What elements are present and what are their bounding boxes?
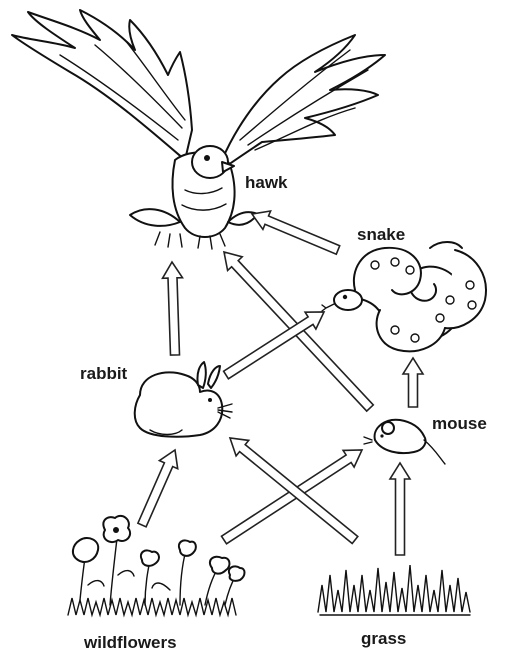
hawk-illustration xyxy=(12,10,385,249)
arrow-snake-to-hawk xyxy=(252,211,340,254)
grass-illustration xyxy=(318,565,470,615)
label-rabbit: rabbit xyxy=(80,364,128,383)
arrow-mouse-to-snake xyxy=(403,358,423,407)
rabbit-illustration xyxy=(135,362,232,437)
arrow-wildflowers-to-rabbit xyxy=(138,450,178,527)
label-grass: grass xyxy=(361,629,406,648)
label-wildflowers: wildflowers xyxy=(83,633,177,652)
label-hawk: hawk xyxy=(245,173,288,192)
snake-illustration xyxy=(322,242,486,351)
label-mouse: mouse xyxy=(432,414,487,433)
label-snake: snake xyxy=(357,225,405,244)
wildflowers-illustration xyxy=(68,516,245,615)
arrow-grass-to-mouse xyxy=(390,463,410,555)
arrow-rabbit-to-hawk xyxy=(163,262,183,355)
